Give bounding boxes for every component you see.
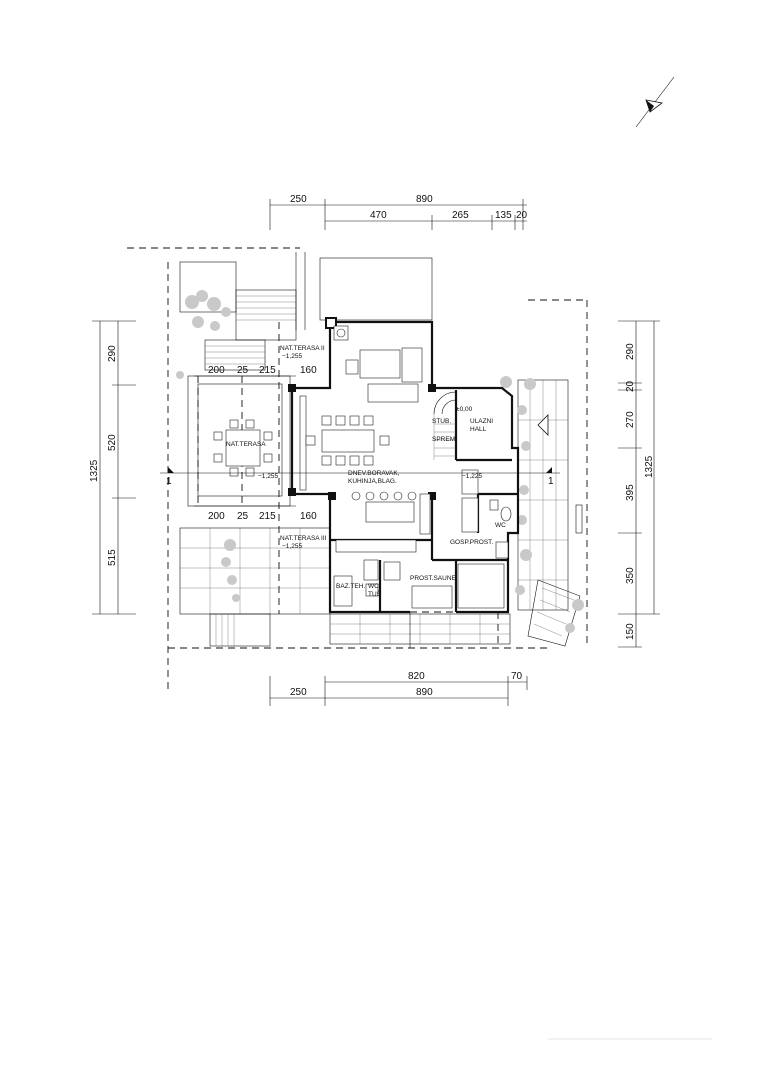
label-living-2: KUHINJA,BLAG. xyxy=(348,478,397,485)
terrace-dim-bottom-25: 25 xyxy=(237,511,249,522)
north-arrow-icon xyxy=(635,76,675,128)
section-line-marker: 1 1 xyxy=(160,467,560,487)
terrace-dim-top-215: 215 xyxy=(259,365,276,376)
plot-boundary xyxy=(127,247,588,690)
section-mark-left: 1 xyxy=(166,476,172,487)
label-stairs: STUB. xyxy=(432,418,451,425)
left-dimension-chain: 1325 290 520 515 xyxy=(89,320,136,615)
interior-furniture xyxy=(299,325,512,648)
site-landscape xyxy=(179,252,583,647)
terrace-dim-bottom-200: 200 xyxy=(208,511,225,522)
section-mark-right: 1 xyxy=(548,476,554,487)
bottom-dimension-chain: 820 70 250 890 xyxy=(269,671,528,706)
terrace-dim-top-25: 25 xyxy=(237,365,249,376)
level-terrace-iii: −1,255 xyxy=(282,543,302,550)
dim-right-20: 20 xyxy=(625,380,636,392)
level-zero: ±0,00 xyxy=(456,406,473,413)
dim-left-1325: 1325 xyxy=(89,459,100,482)
label-utility: GOSP.PROST. xyxy=(450,539,493,546)
dim-top-250: 250 xyxy=(290,194,307,205)
dim-left-290: 290 xyxy=(107,345,118,362)
terrace-dim-top-200: 200 xyxy=(208,365,225,376)
dim-top-890: 890 xyxy=(416,194,433,205)
plant-icon xyxy=(176,290,584,633)
dim-left-520: 520 xyxy=(107,434,118,451)
dim-left-515: 515 xyxy=(107,549,118,566)
dim-bottom-250: 250 xyxy=(290,687,307,698)
right-dimension-chain: 1325 290 20 270 395 350 150 xyxy=(618,320,660,648)
label-sauna: PROST.SAUNE xyxy=(410,575,457,582)
room-labels: NAT.TERASA II −1,255 NAT.TERASA −1,255 N… xyxy=(226,345,506,598)
dim-right-395: 395 xyxy=(625,484,636,501)
dim-right-150: 150 xyxy=(625,623,636,640)
level-terrace-ii: −1,255 xyxy=(282,353,302,360)
dim-right-290: 290 xyxy=(625,343,636,360)
label-wc: WC xyxy=(495,522,506,529)
terrace-pergola: 200 25 215 160 200 25 215 160 xyxy=(187,322,317,614)
label-entrance-1: ULAZNI xyxy=(470,418,493,425)
terrace-dim-bottom-160: 160 xyxy=(300,511,317,522)
dim-right-1325: 1325 xyxy=(644,455,655,478)
dim-top-470: 470 xyxy=(370,210,387,221)
outdoor-dining-table xyxy=(213,419,273,477)
dim-top-265: 265 xyxy=(452,210,469,221)
level-hall: −1,225 xyxy=(462,473,482,480)
label-entrance-2: HALL xyxy=(470,426,487,433)
label-terrace-ii: NAT.TERASA II xyxy=(280,345,325,352)
dim-top-20: 20 xyxy=(516,210,528,221)
terrace-dim-top-160: 160 xyxy=(300,365,317,376)
label-storage: SPREM. xyxy=(432,436,457,443)
top-dimension-chain: 250 890 470 265 135 20 xyxy=(269,194,528,230)
terrace-dim-bottom-215: 215 xyxy=(259,511,276,522)
dim-right-270: 270 xyxy=(625,411,636,428)
label-terrace: NAT.TERASA xyxy=(226,441,266,448)
dim-bottom-820: 820 xyxy=(408,671,425,682)
label-wc-shower-1: WC/ xyxy=(368,583,381,590)
level-terrace: −1,255 xyxy=(258,473,278,480)
label-pool-tech: BAZ.TEH. xyxy=(336,583,365,590)
dim-bottom-890: 890 xyxy=(416,687,433,698)
dim-top-135: 135 xyxy=(495,210,512,221)
label-wc-shower-2: TUŠ xyxy=(368,589,382,598)
label-living-1: DNEV.BORAVAK, xyxy=(348,470,400,477)
label-terrace-iii: NAT.TERASA III xyxy=(280,535,327,542)
dim-right-350: 350 xyxy=(625,567,636,584)
dim-bottom-70: 70 xyxy=(511,671,523,682)
